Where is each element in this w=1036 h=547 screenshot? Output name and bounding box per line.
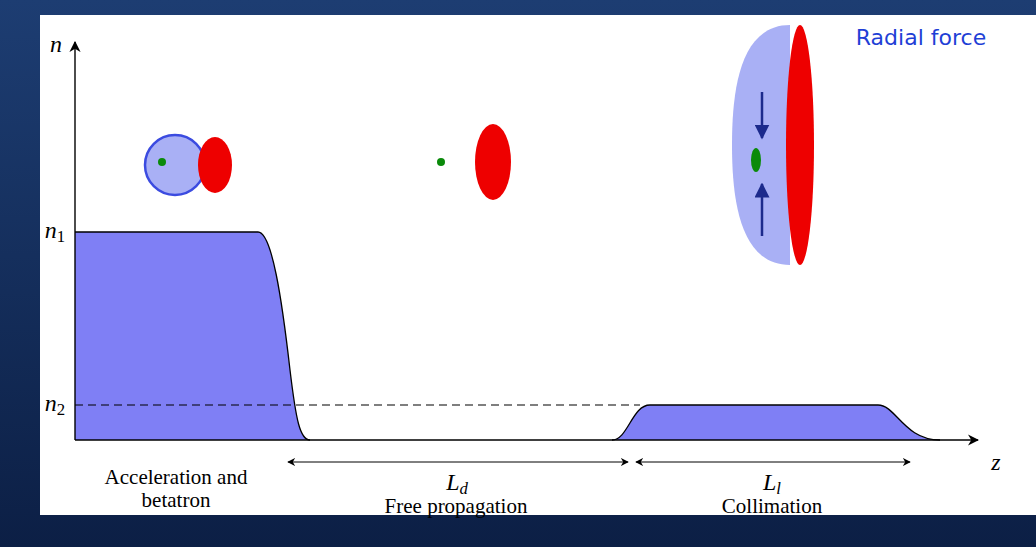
length-label: Ld: [446, 469, 468, 499]
length-label: Ll: [763, 469, 781, 499]
plasma-bubble: [732, 25, 790, 265]
level-label: n2: [45, 390, 65, 420]
profile-line: [612, 405, 940, 440]
force-arrow: [761, 184, 764, 236]
region-caption: Free propagation: [385, 495, 528, 518]
annotation: Radial force: [856, 26, 986, 50]
z-axis: [75, 439, 978, 440]
length-arrow: [636, 462, 910, 463]
laser-pulse: [475, 124, 511, 200]
length-arrow: [288, 462, 628, 463]
region-caption: Acceleration and betatron: [76, 466, 276, 512]
plasma-bubble: [145, 135, 205, 195]
axis-label: n: [50, 31, 62, 57]
level-label: n1: [45, 217, 65, 247]
density-low: [612, 405, 940, 440]
laser-pulse: [198, 137, 232, 193]
n-axis: [74, 42, 75, 440]
force-arrow: [761, 92, 764, 138]
dashed-level: [75, 404, 640, 405]
profile-line: [75, 232, 310, 440]
region-caption: Collimation: [722, 495, 822, 518]
electron-bunch: [437, 158, 445, 166]
axis-label: z: [991, 449, 1000, 475]
electron-bunch: [751, 148, 761, 172]
panel: [40, 15, 1036, 515]
density-high: [75, 232, 310, 440]
electron-bunch: [158, 158, 166, 166]
laser-pulse: [786, 25, 814, 265]
